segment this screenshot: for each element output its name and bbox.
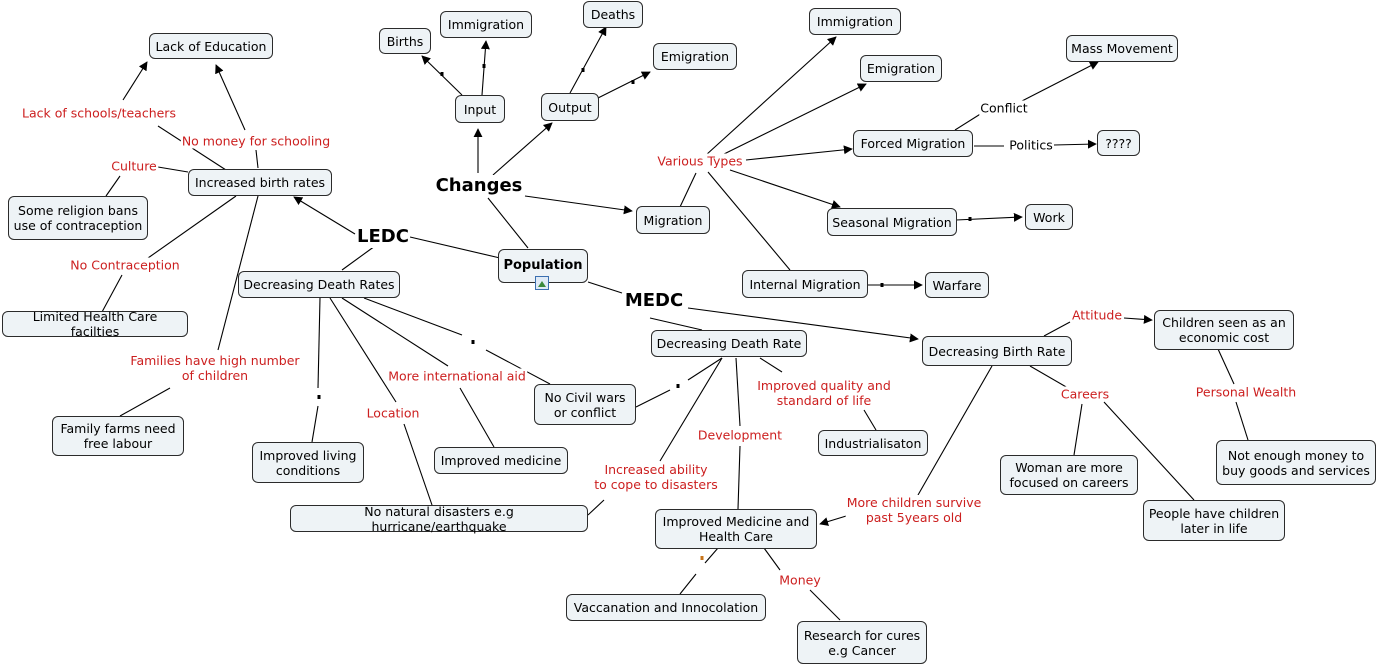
- label-improved-quality: Improved quality and standard of life: [756, 378, 892, 408]
- node-children-economic-cost[interactable]: Children seen as an economic cost: [1154, 310, 1294, 350]
- node-not-enough-money[interactable]: Not enough money to buy goods and servic…: [1216, 440, 1376, 485]
- node-no-natural-disasters[interactable]: No natural disasters e.g hurricane/earth…: [290, 504, 588, 534]
- node-research[interactable]: Research for cures e.g Cancer: [797, 621, 927, 664]
- node-forced-migration[interactable]: Forced Migration: [853, 130, 973, 157]
- node-increased-birth-rates[interactable]: Increased birth rates: [188, 169, 332, 196]
- node-woman-careers[interactable]: Woman are more focused on careers: [1000, 455, 1138, 495]
- label-conflict: Conflict: [979, 100, 1029, 116]
- label-changes: Changes: [434, 175, 524, 197]
- label-lack-schools: Lack of schools/teachers: [21, 105, 177, 121]
- label-culture: Culture: [110, 158, 158, 174]
- label-increased-ability: Increased ability to cope to disasters: [593, 462, 719, 492]
- label-various-types: Various Types: [656, 153, 744, 169]
- label-more-international-aid: More international aid: [387, 368, 527, 384]
- node-warfare[interactable]: Warfare: [925, 272, 989, 298]
- label-development: Development: [696, 427, 784, 443]
- label-no-money-schooling: No money for schooling: [180, 133, 332, 149]
- node-limited-health-care[interactable]: Limited Health Care facilties: [2, 309, 188, 339]
- label-no-contraception: No Contraception: [69, 257, 181, 273]
- label-money: Money: [778, 572, 822, 588]
- node-input[interactable]: Input: [455, 95, 505, 123]
- label-attitude: Attitude: [1070, 307, 1124, 323]
- node-religion[interactable]: Some religion bans use of contraception: [8, 196, 148, 240]
- node-mass-movement[interactable]: Mass Movement: [1066, 35, 1178, 62]
- node-lack-education[interactable]: Lack of Education: [149, 33, 273, 59]
- node-output[interactable]: Output: [541, 93, 599, 121]
- node-decreasing-birth-rate[interactable]: Decreasing Birth Rate: [922, 336, 1072, 366]
- node-work[interactable]: Work: [1025, 204, 1073, 230]
- label-ledc: LEDC: [356, 226, 410, 248]
- node-immigration-right[interactable]: Immigration: [809, 8, 901, 35]
- label-politics: Politics: [1008, 137, 1054, 153]
- node-decreasing-death-rate[interactable]: Decreasing Death Rate: [651, 330, 807, 357]
- node-improved-medicine[interactable]: Improved medicine: [434, 447, 568, 474]
- node-family-farms[interactable]: Family farms need free labour: [52, 416, 184, 456]
- label-location: Location: [365, 405, 421, 421]
- image-attachment-icon[interactable]: [535, 276, 549, 290]
- label-personal-wealth: Personal Wealth: [1194, 384, 1298, 400]
- label-more-children-survive: More children survive past 5years old: [845, 495, 983, 525]
- node-question-marks[interactable]: ????: [1097, 130, 1140, 156]
- label-medc: MEDC: [623, 290, 685, 312]
- population-label: Population: [503, 258, 583, 273]
- label-families-high-number: Families have high number of children: [129, 353, 301, 383]
- node-vaccanation[interactable]: Vaccanation and Innocolation: [566, 594, 766, 621]
- node-emigration-right[interactable]: Emigration: [860, 55, 942, 82]
- node-internal-migration[interactable]: Internal Migration: [742, 270, 868, 298]
- node-seasonal-migration[interactable]: Seasonal Migration: [827, 208, 957, 236]
- node-emigration-top[interactable]: Emigration: [653, 43, 737, 70]
- node-decreasing-death-rates[interactable]: Decreasing Death Rates: [238, 271, 400, 298]
- node-births[interactable]: Births: [379, 28, 431, 54]
- node-improved-medicine-health-care[interactable]: Improved Medicine and Health Care: [655, 509, 817, 549]
- node-improved-living[interactable]: Improved living conditions: [252, 442, 364, 483]
- node-no-civil-wars[interactable]: No Civil wars or conflict: [534, 384, 636, 425]
- node-immigration-top[interactable]: Immigration: [440, 11, 532, 38]
- node-industrialisaton[interactable]: Industrialisaton: [818, 430, 928, 456]
- label-careers: Careers: [1059, 386, 1111, 402]
- node-migration[interactable]: Migration: [636, 206, 710, 234]
- node-children-later-life[interactable]: People have children later in life: [1143, 500, 1285, 541]
- node-deaths[interactable]: Deaths: [583, 1, 643, 28]
